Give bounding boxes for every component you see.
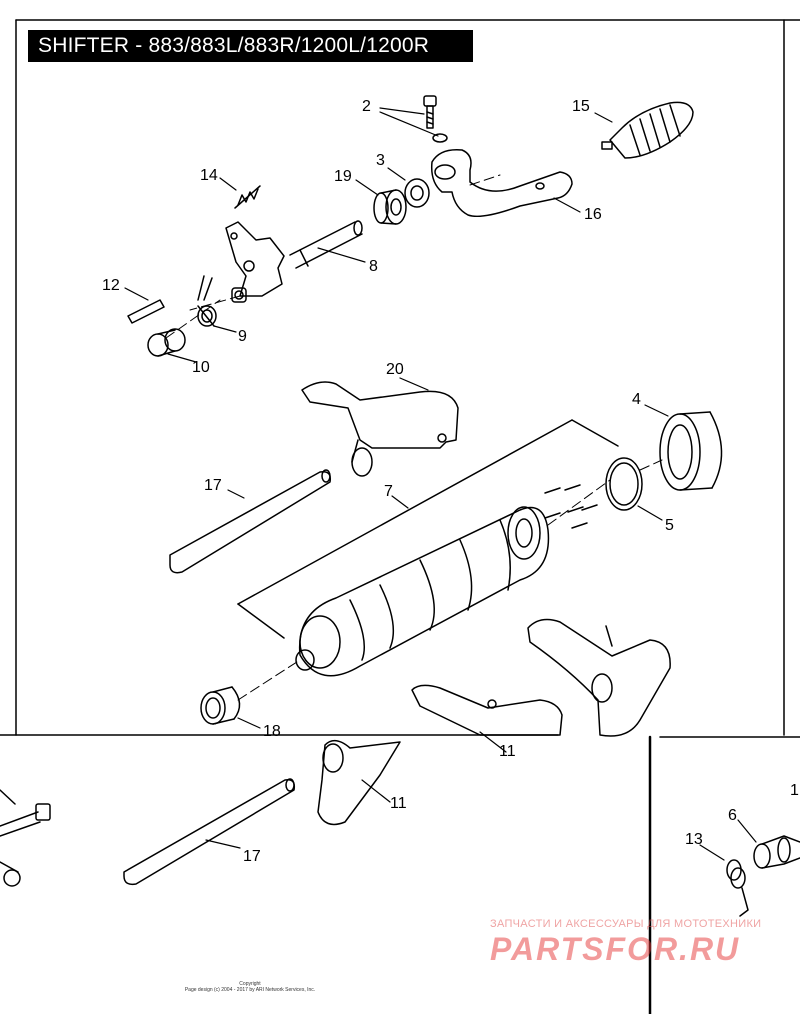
- callout-11-lower: 11: [390, 795, 407, 812]
- part-shift-fork-11-upper: [411, 684, 563, 736]
- group-bracket-7: [237, 419, 619, 639]
- callout-6: 6: [728, 807, 737, 824]
- part-bearing: [373, 189, 407, 225]
- callout-19: 19: [334, 168, 352, 185]
- callout-20: 20: [386, 361, 404, 378]
- part-shift-fork-right: [527, 618, 671, 737]
- part-pin: [127, 299, 165, 324]
- part-6: [753, 835, 800, 869]
- callout-10: 10: [192, 359, 210, 376]
- part-shifter-shaft: [225, 220, 363, 303]
- callout-17-upper: 17: [204, 477, 222, 494]
- part-torsion-spring: [197, 275, 217, 327]
- callout-17-lower: 17: [243, 848, 261, 865]
- callout-8: 8: [369, 258, 378, 275]
- callout-2: 2: [362, 98, 371, 115]
- callout-13: 13: [685, 831, 703, 848]
- part-bushing-18: [200, 686, 241, 725]
- alignment-lines: [165, 174, 663, 701]
- part-13-spring: [726, 859, 749, 917]
- callout-9: 9: [238, 328, 247, 345]
- callout-7: 7: [384, 483, 393, 500]
- callout-18: 18: [263, 723, 281, 740]
- part-bushing-small: [147, 328, 186, 357]
- callout-3: 3: [376, 152, 385, 169]
- diagram-title: SHIFTER - 883/883L/883R/1200L/1200R: [28, 30, 473, 62]
- part-shift-fork-20: [301, 381, 459, 477]
- callout-11-upper: 11: [499, 743, 516, 760]
- part-shift-drum: [295, 506, 550, 677]
- copyright-notice: Copyright Page design (c) 2004 - 2017 by…: [180, 981, 320, 993]
- part-snap-ring: [605, 457, 643, 511]
- part-drum-pins: [544, 484, 598, 529]
- part-footpeg-rubber: [601, 101, 694, 159]
- callout-4: 4: [632, 391, 641, 408]
- callout-12: 12: [102, 277, 120, 294]
- part-bearing-large: [659, 411, 723, 491]
- callout-labels: 2 15 3 19 14 16 8 12 9 10 20 4 17 7 5 18…: [102, 98, 799, 865]
- callout-14: 14: [200, 167, 218, 184]
- page-frame: [0, 19, 800, 1014]
- callout-15: 15: [572, 98, 590, 115]
- copyright-line-1: Copyright: [239, 981, 261, 987]
- part-fork-shaft-upper: [169, 469, 332, 574]
- part-shift-lever: [430, 149, 573, 218]
- part-seal: [404, 178, 430, 208]
- callout-16: 16: [584, 206, 602, 223]
- part-shift-fork-11-lower: [317, 739, 401, 826]
- leader-lines: [124, 107, 757, 861]
- watermark-tagline: ЗАПЧАСТИ И АКСЕССУАРЫ ДЛЯ МОТОТЕХНИКИ: [490, 918, 762, 930]
- part-screw: [423, 95, 448, 143]
- part-spring: [234, 185, 261, 209]
- callout-5: 5: [665, 517, 674, 534]
- watermark-logo: PARTSFOR.RU: [490, 931, 741, 967]
- part-fork-shaft-lower: [123, 778, 296, 886]
- part-bolt-partial: [0, 789, 51, 887]
- callout-1-partial: 1: [790, 782, 799, 799]
- copyright-line-2: Page design (c) 2004 - 2017 by ARI Netwo…: [184, 987, 316, 993]
